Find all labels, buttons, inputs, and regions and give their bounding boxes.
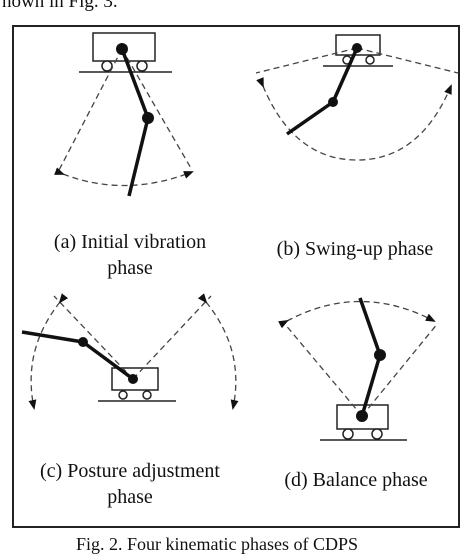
middle-joint	[374, 349, 386, 361]
pivot-joint	[356, 410, 368, 422]
cart-wheel	[342, 428, 354, 440]
swing-boundary-left	[283, 322, 363, 417]
swing-boundary-right	[361, 322, 439, 417]
pendulum-link-2	[286, 100, 334, 136]
swing-arc	[54, 167, 194, 187]
caption-c-line-2: phase	[107, 486, 153, 508]
cart-wheel	[101, 60, 113, 72]
pendulum-link-2	[127, 117, 150, 197]
cart-wheel	[371, 428, 383, 440]
middle-joint	[142, 112, 154, 124]
pendulum-link-2	[21, 330, 84, 344]
cart-wheel	[118, 390, 128, 400]
caption-b: (b) Swing-up phase	[250, 236, 460, 262]
swing-boundary-right	[356, 47, 459, 74]
swing-boundary-right	[132, 295, 212, 380]
caption-c-line-1: (c) Posture adjustment	[40, 460, 220, 482]
swing-boundary-left	[255, 47, 358, 74]
swing-boundary-left	[57, 48, 123, 173]
panel-a-initial-vibration	[54, 32, 194, 197]
caption-b-line-1: (b) Swing-up phase	[276, 238, 434, 260]
middle-joint	[78, 337, 88, 347]
pendulum-link-2	[358, 297, 382, 356]
middle-joint	[328, 97, 338, 107]
swing-arc	[256, 77, 452, 161]
figure-caption: Fig. 2. Four kinematic phases of CDPS	[76, 534, 358, 554]
pivot-joint	[128, 374, 138, 384]
swing-arc	[278, 300, 436, 329]
cart-wheel	[136, 60, 148, 72]
panel-d-balance	[278, 297, 439, 441]
pivot-joint	[352, 43, 362, 53]
pendulum-link-1	[120, 48, 150, 119]
pendulum-link-1	[331, 47, 359, 103]
pendulum-link-1	[81, 340, 135, 381]
caption-a-line-2: phase	[107, 257, 153, 279]
caption-c: (c) Posture adjustment phase	[14, 458, 246, 510]
pivot-joint	[116, 43, 128, 55]
swing-boundary-right	[121, 48, 193, 171]
pendulum-link-1	[360, 354, 382, 417]
page-top-text: hown in Fig. 3.	[2, 0, 118, 12]
caption-a: (a) Initial vibration phase	[20, 229, 240, 281]
cart-wheel	[365, 55, 375, 65]
swing-arc-left	[28, 293, 69, 410]
panel-b-swing-up	[255, 34, 459, 161]
swing-arc-right	[197, 293, 239, 410]
caption-d: (d) Balance phase	[256, 467, 456, 493]
caption-d-line-1: (d) Balance phase	[284, 469, 428, 491]
caption-a-line-1: (a) Initial vibration	[53, 231, 207, 253]
cart-wheel	[142, 390, 152, 400]
panel-c-posture-adjustment	[21, 293, 239, 410]
figure-frame	[12, 25, 460, 528]
